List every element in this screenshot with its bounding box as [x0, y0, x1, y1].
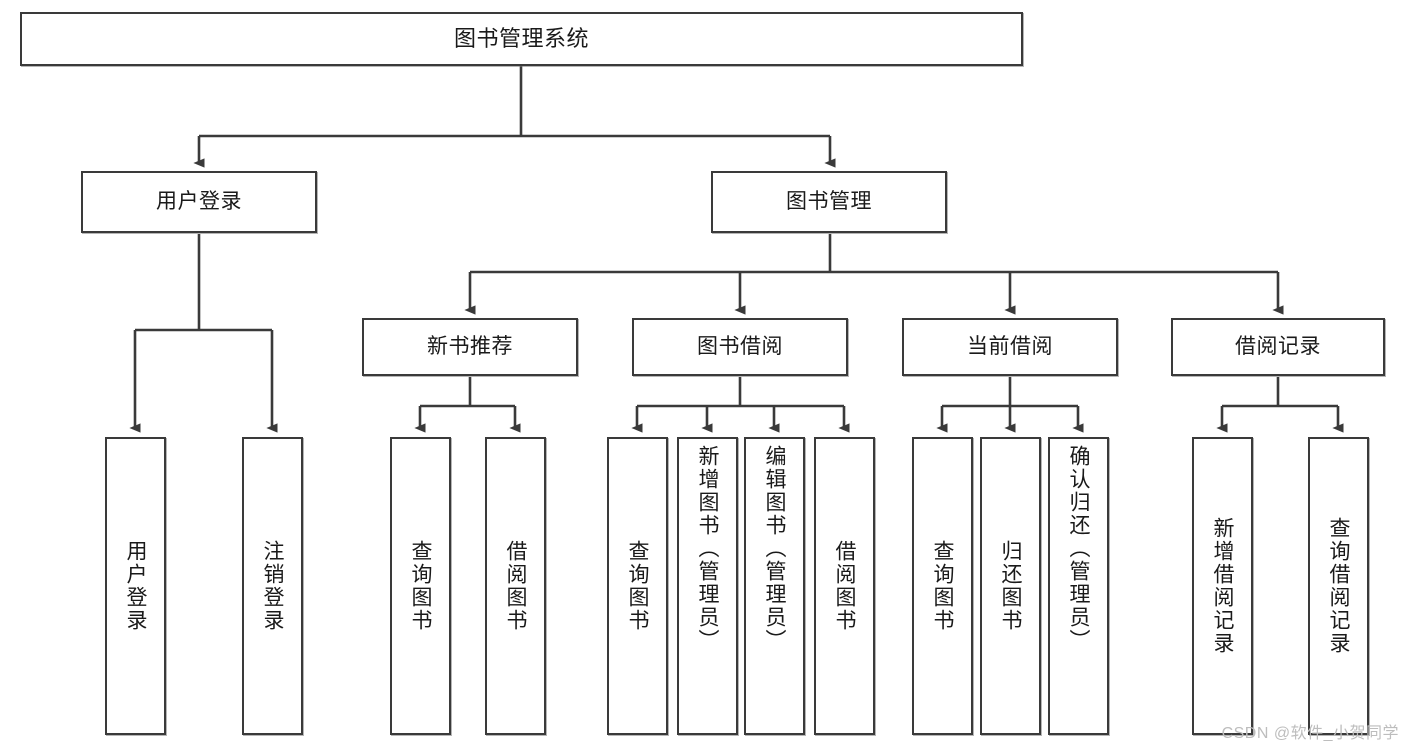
node-label: 注销登录 — [261, 540, 284, 632]
leaf-logout[interactable]: 注销登录 — [242, 437, 303, 735]
node-label: 新书推荐 — [427, 334, 513, 358]
node-label: 编辑图书（管理员） — [763, 445, 786, 652]
node-label: 用户登录 — [124, 540, 147, 632]
node-user-login[interactable]: 用户登录 — [81, 171, 317, 233]
node-label: 借阅图书 — [833, 540, 856, 632]
node-label: 借阅记录 — [1235, 334, 1321, 358]
watermark-text: CSDN @软件_小贺同学 — [1221, 725, 1399, 742]
node-label: 用户登录 — [156, 189, 242, 213]
leaf-query-book-current[interactable]: 查询图书 — [912, 437, 973, 735]
leaf-borrow-book-recommend[interactable]: 借阅图书 — [485, 437, 546, 735]
node-label: 图书借阅 — [697, 334, 783, 358]
leaf-query-book-borrow[interactable]: 查询图书 — [607, 437, 668, 735]
leaf-add-borrow-record[interactable]: 新增借阅记录 — [1192, 437, 1253, 735]
node-book-management[interactable]: 图书管理 — [711, 171, 947, 233]
node-label: 查询图书 — [409, 540, 432, 632]
node-label: 图书管理 — [786, 189, 872, 213]
node-root-system[interactable]: 图书管理系统 — [20, 12, 1023, 66]
leaf-borrow-book[interactable]: 借阅图书 — [814, 437, 875, 735]
leaf-query-book-recommend[interactable]: 查询图书 — [390, 437, 451, 735]
node-new-book-recommend[interactable]: 新书推荐 — [362, 318, 578, 376]
node-label: 当前借阅 — [967, 334, 1053, 358]
node-label: 查询图书 — [626, 540, 649, 632]
node-label: 归还图书 — [999, 540, 1022, 632]
node-label: 确认归还（管理员） — [1067, 445, 1090, 652]
node-current-borrow[interactable]: 当前借阅 — [902, 318, 1118, 376]
node-label: 借阅图书 — [504, 540, 527, 632]
node-borrow-record[interactable]: 借阅记录 — [1171, 318, 1385, 376]
leaf-query-borrow-record[interactable]: 查询借阅记录 — [1308, 437, 1369, 735]
node-label: 新增图书（管理员） — [696, 445, 719, 652]
node-book-borrow[interactable]: 图书借阅 — [632, 318, 848, 376]
leaf-user-login[interactable]: 用户登录 — [105, 437, 166, 735]
leaf-return-book[interactable]: 归还图书 — [980, 437, 1041, 735]
node-label: 查询借阅记录 — [1327, 517, 1350, 655]
leaf-add-book-admin[interactable]: 新增图书（管理员） — [677, 437, 738, 735]
node-label: 图书管理系统 — [453, 26, 589, 52]
leaf-edit-book-admin[interactable]: 编辑图书（管理员） — [744, 437, 805, 735]
leaf-confirm-return-admin[interactable]: 确认归还（管理员） — [1048, 437, 1109, 735]
node-label: 查询图书 — [931, 540, 954, 632]
node-label: 新增借阅记录 — [1211, 517, 1234, 655]
